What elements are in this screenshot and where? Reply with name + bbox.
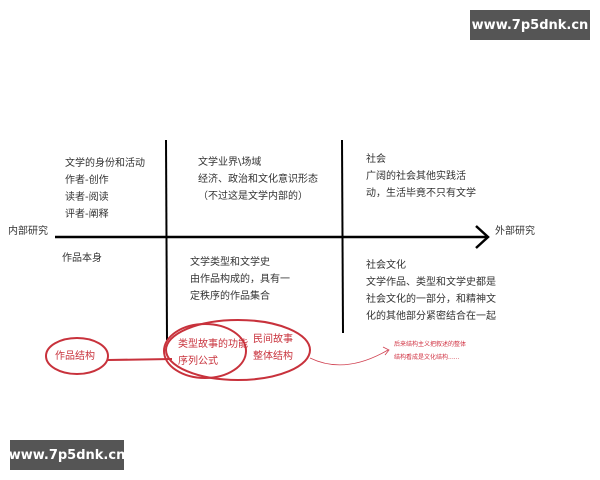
text-line: 民间故事: [253, 334, 293, 345]
annotation-work-structure: 作品结构: [55, 351, 95, 362]
vertical-divider-inner: [165, 139, 168, 341]
text-line: 经济、政治和文化意识形态: [198, 174, 318, 185]
text-line: 广阔的社会其他实践活: [366, 171, 466, 182]
text-line: 类型故事的功能: [178, 339, 248, 350]
connector-line: [107, 358, 173, 361]
quadrant-middle-bottom: 文学类型和文学史 由作品构成的，具有一 定秩序的作品集合: [190, 254, 290, 305]
text-line: （不过这是文学内部的）: [198, 191, 308, 202]
text-line: 由作品构成的，具有一: [190, 274, 290, 285]
text-line: 化的其他部分紧密结合在一起: [366, 311, 496, 322]
text-line: 动，生活毕竟不只有文学: [366, 188, 476, 199]
quadrant-outer-bottom: 社会文化 文学作品、类型和文学史都是 社会文化的一部分，和精神文 化的其他部分紧…: [366, 257, 496, 325]
axis-label-inner: 内部研究: [8, 226, 48, 237]
annotation-note: 后来结构主义把叙述的整体 结构看成是文化结构......: [394, 338, 466, 364]
axis-label-outer: 外部研究: [495, 226, 535, 237]
text-line: 作者-创作: [65, 175, 109, 186]
watermark-top: www.7p5dnk.cn: [470, 10, 590, 40]
text-line: 后来结构主义把叙述的整体: [394, 341, 467, 348]
note-arrow-head: [382, 346, 390, 356]
text-line: 结构看成是文化结构......: [394, 354, 460, 361]
annotation-folk-story: 民间故事 整体结构: [253, 331, 293, 365]
text-line: 文学作品、类型和文学史都是: [366, 277, 496, 288]
genre-function-circle: [163, 323, 247, 379]
quadrant-middle-top: 文学业界\场域 经济、政治和文化意识形态 （不过这是文学内部的）: [198, 154, 318, 205]
text-line: 整体结构: [253, 351, 293, 362]
text-line: 文学类型和文学史: [190, 257, 270, 268]
text-line: 社会文化: [366, 260, 406, 271]
note-arrow: [309, 349, 389, 366]
work-structure-circle: [45, 337, 109, 375]
axis-arrow-head: [475, 225, 490, 249]
quadrant-inner-bottom: 作品本身: [62, 250, 102, 267]
text-line: 社会: [366, 154, 386, 165]
text-line: 文学的身份和活动: [65, 158, 145, 169]
text-line: 文学业界\场域: [198, 157, 262, 168]
text-line: 序列公式: [178, 356, 218, 367]
text-line: 评者-阐释: [65, 209, 109, 220]
text-line: 读者-阅读: [65, 192, 109, 203]
text-line: 定秩序的作品集合: [190, 291, 270, 302]
annotation-genre-function: 类型故事的功能 序列公式: [178, 336, 248, 370]
quadrant-outer-top: 社会 广阔的社会其他实践活 动，生活毕竟不只有文学: [366, 151, 476, 202]
watermark-bottom: www.7p5dnk.cn: [9, 440, 125, 470]
text-line: 社会文化的一部分，和精神文: [366, 294, 496, 305]
quadrant-inner-top: 文学的身份和活动 作者-创作 读者-阅读 评者-阐释: [65, 155, 145, 223]
folk-story-circle: [165, 319, 311, 381]
text-line: 作品本身: [62, 253, 102, 264]
